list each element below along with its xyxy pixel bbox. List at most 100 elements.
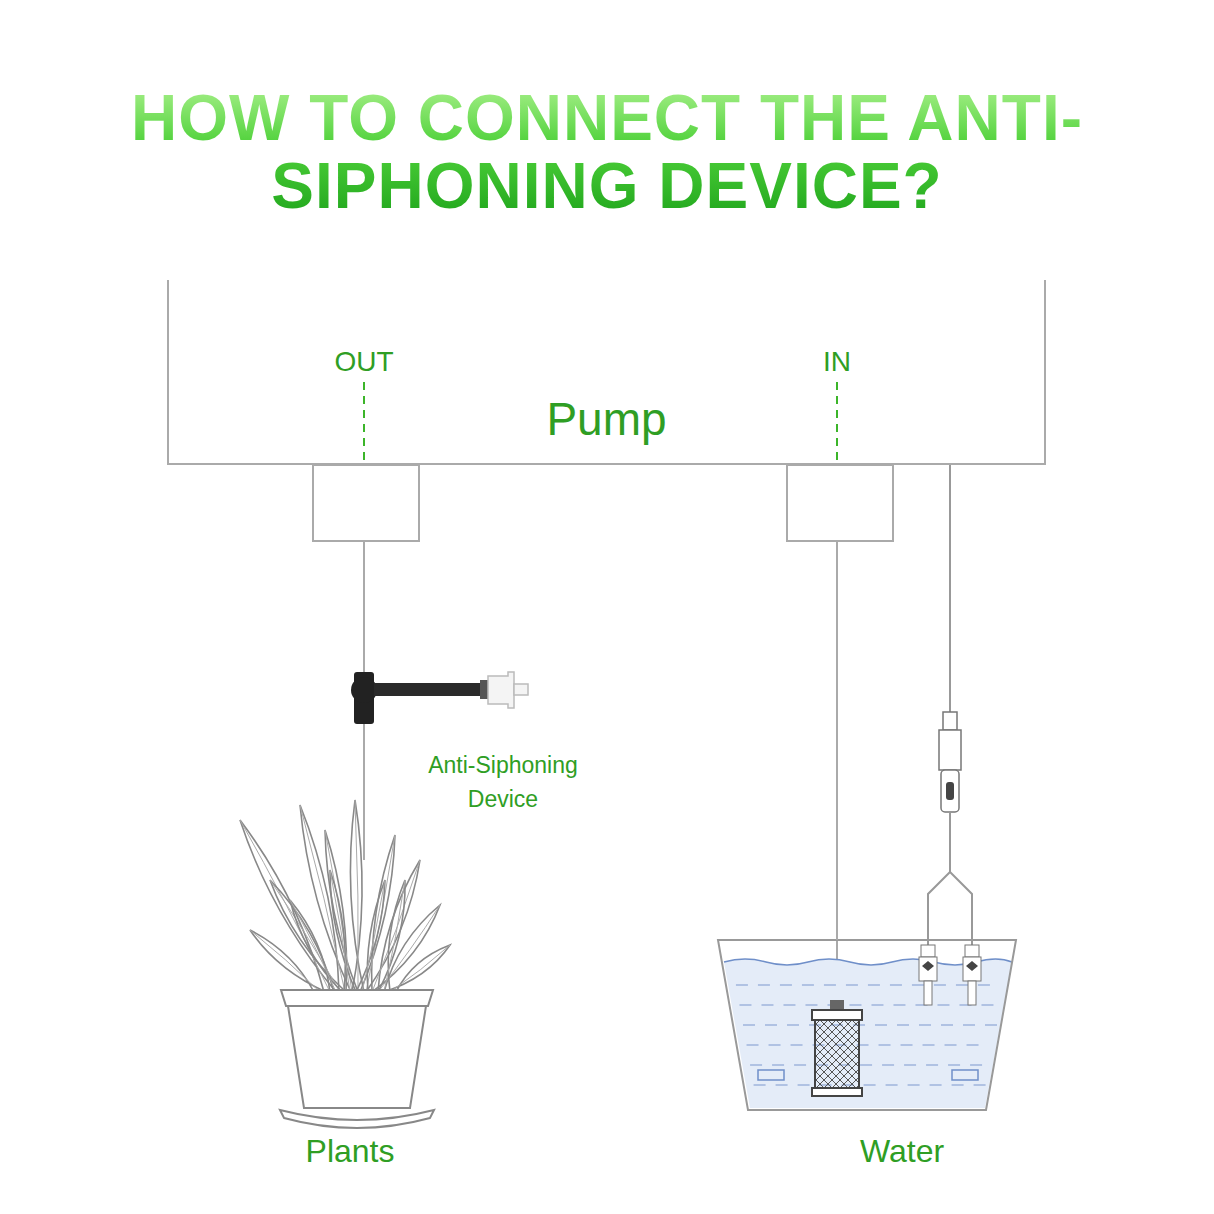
filter-mesh	[815, 1020, 859, 1090]
sensor-plug	[943, 712, 957, 730]
water-line	[765, 1024, 777, 1025]
water-line	[912, 984, 924, 985]
water-line	[849, 1004, 861, 1005]
pot-rim	[281, 990, 433, 1006]
pot-body	[288, 1006, 426, 1108]
sensor-socket	[946, 782, 954, 800]
water-line	[871, 1004, 883, 1005]
leaf	[350, 800, 364, 992]
title: HOW TO CONNECT THE ANTI-SIPHONING DEVICE…	[117, 84, 1097, 220]
tee-connector	[351, 677, 377, 703]
out-marker	[363, 382, 365, 463]
leaf-vein	[330, 870, 350, 992]
water-line	[882, 1064, 894, 1065]
water-line	[846, 984, 858, 985]
sensor-probe	[919, 945, 981, 1005]
water-line	[890, 984, 902, 985]
filter-cap	[830, 1000, 844, 1010]
water-line	[956, 984, 968, 985]
leaf	[384, 945, 450, 992]
water-line	[985, 1024, 997, 1025]
water-line	[901, 1044, 913, 1045]
pump-label: Pump	[169, 392, 1044, 446]
water-line	[783, 1004, 795, 1005]
leaf-vein	[362, 880, 385, 992]
water-line	[952, 1084, 964, 1085]
leaf-vein	[355, 800, 358, 992]
pot-saucer	[280, 1110, 434, 1128]
water-line	[893, 1004, 905, 1005]
leaf-vein	[390, 945, 450, 992]
node-label: Plants	[306, 1132, 395, 1170]
water-line	[963, 1024, 975, 1025]
water-line	[919, 1024, 931, 1025]
tub-foot	[952, 1070, 978, 1080]
sensor-socket	[941, 770, 959, 812]
pump-box: Pump	[167, 280, 1046, 465]
water-line	[824, 984, 836, 985]
anti-siphon-valve	[488, 672, 514, 708]
tee-arm	[480, 680, 488, 699]
water-line	[787, 1024, 799, 1025]
water-line	[769, 1044, 781, 1045]
leaf-vein	[270, 880, 340, 992]
water-tub: Water	[752, 940, 1052, 1170]
leaf-vein	[250, 930, 320, 992]
water-line	[761, 1004, 773, 1005]
filter-top	[812, 1010, 862, 1020]
water-line	[758, 984, 770, 985]
anti-siphon-valve	[514, 684, 528, 695]
in-marker	[836, 382, 838, 463]
tub-outline	[718, 940, 1016, 1110]
water-lines	[736, 985, 997, 1085]
leaf	[300, 805, 351, 992]
water-line	[750, 1064, 762, 1065]
leaf	[356, 880, 385, 992]
port-label: IN	[777, 341, 897, 383]
water-line	[772, 1064, 784, 1065]
leaf-vein	[325, 830, 352, 992]
filter-bottom	[812, 1088, 862, 1096]
outlet-hose	[363, 541, 365, 672]
port-label: OUT	[304, 341, 424, 383]
leaf	[360, 835, 395, 992]
water-line	[780, 984, 792, 985]
leaf-vein	[290, 900, 336, 992]
water-line	[937, 1004, 949, 1005]
water-line	[875, 1024, 887, 1025]
water-fill	[724, 959, 1012, 1108]
water-line	[886, 1084, 898, 1085]
plant-pot: Plants	[250, 860, 450, 1170]
water-line	[904, 1064, 916, 1065]
sensor-split	[928, 872, 972, 945]
sensor-wire	[949, 812, 951, 872]
water-line	[864, 1084, 876, 1085]
water-line	[974, 1084, 986, 1085]
water-line	[981, 1004, 993, 1005]
water-line	[743, 1024, 755, 1025]
water-line	[798, 1084, 810, 1085]
water-line	[930, 1084, 942, 1085]
water-line	[791, 1044, 803, 1045]
outlet-port	[313, 465, 419, 541]
water-line	[923, 1044, 935, 1045]
water-line	[736, 984, 748, 985]
inlet-port	[787, 465, 893, 541]
water-line	[934, 984, 946, 985]
water-line	[926, 1064, 938, 1065]
leaf	[372, 905, 440, 992]
water-line	[948, 1064, 960, 1065]
leaf	[290, 900, 342, 992]
plant-leaves	[240, 800, 450, 992]
water-line	[978, 984, 990, 985]
water-line	[739, 1004, 751, 1005]
tub-foot	[758, 1070, 784, 1080]
water-line	[945, 1044, 957, 1045]
water-line	[868, 984, 880, 985]
callout-label: Anti-Siphoning Device	[403, 748, 603, 817]
leaf	[325, 830, 358, 992]
water-line	[897, 1024, 909, 1025]
water-line	[805, 1004, 817, 1005]
leaf-vein	[384, 880, 405, 992]
water-line	[794, 1064, 806, 1065]
